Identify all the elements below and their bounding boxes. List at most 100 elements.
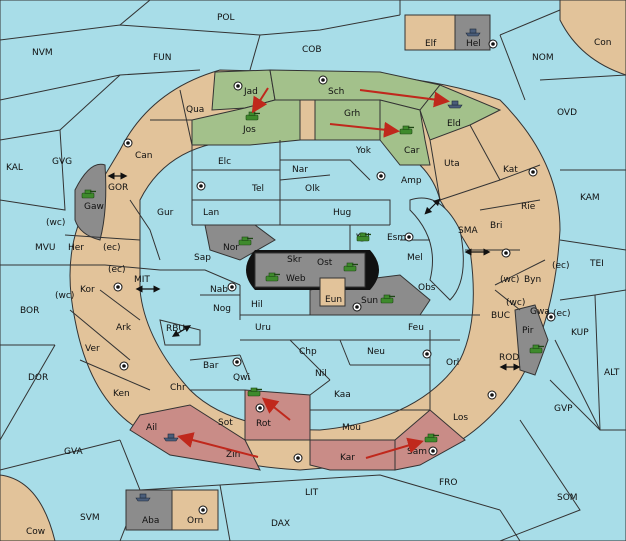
- label-sap: Sap: [194, 253, 211, 263]
- supply-center-icon: [227, 282, 237, 292]
- move-arrow: [251, 87, 269, 114]
- land-elf[interactable]: [404, 14, 456, 51]
- label-jad: Jad: [243, 87, 258, 97]
- supply-center-icon: [422, 349, 432, 359]
- label-con: Con: [594, 38, 612, 48]
- label-byn: Byn: [524, 275, 541, 285]
- supply-center-icon: [233, 81, 243, 91]
- supply-center-icon: [376, 171, 386, 181]
- supply-center-icon: [352, 302, 362, 312]
- label-sam: Sam: [407, 447, 427, 457]
- label-pol: POL: [217, 13, 235, 23]
- label-ver: Ver: [85, 344, 100, 354]
- label-jos: Jos: [242, 125, 256, 135]
- label-kam: KAM: [580, 193, 600, 203]
- label-gaw: Gaw: [84, 202, 104, 212]
- supply-center-icon: [488, 39, 498, 49]
- label-cow: Cow: [26, 527, 45, 537]
- coast-tag: (wc): [500, 275, 519, 285]
- sea-labels: POL NVM FUN COB NOM Con OVD KAL GVG GOR …: [6, 13, 620, 537]
- label-neu: Neu: [367, 347, 385, 357]
- label-hel: Hel: [466, 39, 481, 49]
- label-can: Can: [135, 151, 153, 161]
- label-som: SOM: [557, 493, 578, 503]
- coast-tag: (ec): [552, 261, 570, 271]
- move-arrow: [329, 121, 400, 138]
- label-her: Her: [68, 243, 84, 253]
- label-qwi: Qwi: [233, 373, 250, 383]
- label-rot: Rot: [256, 419, 271, 429]
- supply-center-icon: [255, 403, 265, 413]
- label-chp: Chp: [299, 347, 317, 357]
- supply-centers: [113, 39, 556, 515]
- land-jos[interactable]: [191, 99, 301, 146]
- label-tel: Tel: [251, 184, 264, 194]
- land-borders: [64, 89, 546, 411]
- label-mvu: MVU: [35, 243, 56, 253]
- label-feu: Feu: [408, 323, 424, 333]
- move-arrow: [365, 437, 424, 459]
- label-bri: Bri: [490, 221, 502, 231]
- label-cob: COB: [302, 45, 322, 55]
- label-obs: Obs: [418, 283, 436, 293]
- label-gor: GOR: [108, 183, 128, 193]
- label-tei: TEI: [589, 259, 604, 269]
- land-grh[interactable]: [314, 99, 381, 141]
- land-pir[interactable]: [514, 304, 549, 376]
- label-sma: SMA: [458, 226, 478, 236]
- label-ail: Ail: [146, 423, 157, 433]
- label-nar: Nar: [292, 165, 308, 175]
- coast-labels: (wc) (ec) (ec) (wc) (wc) (ec) (wc) (ec): [46, 218, 571, 319]
- label-elf: Elf: [425, 39, 437, 49]
- land-gaw[interactable]: [74, 163, 107, 241]
- label-dax: DAX: [271, 519, 290, 529]
- coast-tag: (wc): [46, 218, 65, 228]
- label-bar: Bar: [203, 361, 219, 371]
- supply-center-icon: [404, 232, 414, 242]
- label-uta: Uta: [444, 159, 460, 169]
- label-kal: KAL: [6, 163, 23, 173]
- label-aba: Aba: [142, 516, 159, 526]
- supply-center-icon: [501, 248, 511, 258]
- label-kaa: Kaa: [334, 390, 351, 400]
- label-kor: Kor: [80, 285, 95, 295]
- supply-center-icon: [123, 138, 133, 148]
- adjacency-arrows: [107, 172, 521, 371]
- label-eld: Eld: [447, 119, 461, 129]
- label-alt: ALT: [604, 368, 620, 378]
- land-ail[interactable]: [129, 404, 261, 471]
- label-rie: Rie: [521, 202, 536, 212]
- label-fro: FRO: [439, 478, 458, 488]
- label-skr: Skr: [287, 255, 302, 265]
- label-zin: Zin: [226, 450, 240, 460]
- label-grh: Grh: [344, 109, 360, 119]
- supply-center-icon: [318, 75, 328, 85]
- label-mit: MIT: [134, 275, 150, 285]
- label-ark: Ark: [116, 323, 132, 333]
- label-nil: Nil: [315, 369, 327, 379]
- label-kup: KUP: [571, 328, 589, 338]
- land-orn[interactable]: [171, 489, 219, 531]
- land-kar[interactable]: [309, 439, 396, 471]
- label-ovd: OVD: [557, 108, 577, 118]
- label-kar: Kar: [340, 453, 355, 463]
- label-nor: Nor: [223, 243, 239, 253]
- label-mou: Mou: [342, 423, 361, 433]
- land-rot[interactable]: [244, 389, 311, 441]
- label-nom: NOM: [532, 53, 554, 63]
- supply-center-icon: [113, 282, 123, 292]
- move-arrow: [261, 397, 291, 421]
- supply-center-icon: [196, 181, 206, 191]
- label-hil: Hil: [251, 300, 263, 310]
- label-gwa: Gwa: [530, 307, 550, 317]
- coast-tag: (wc): [55, 291, 74, 301]
- adjacency-arrow: [171, 325, 192, 337]
- label-esm: Esm: [387, 233, 406, 243]
- label-hug: Hug: [333, 208, 351, 218]
- label-bor: BOR: [20, 306, 39, 316]
- label-uru: Uru: [255, 323, 271, 333]
- move-orders: [177, 87, 450, 459]
- land-eun[interactable]: [319, 277, 346, 307]
- label-dor: DOR: [28, 373, 48, 383]
